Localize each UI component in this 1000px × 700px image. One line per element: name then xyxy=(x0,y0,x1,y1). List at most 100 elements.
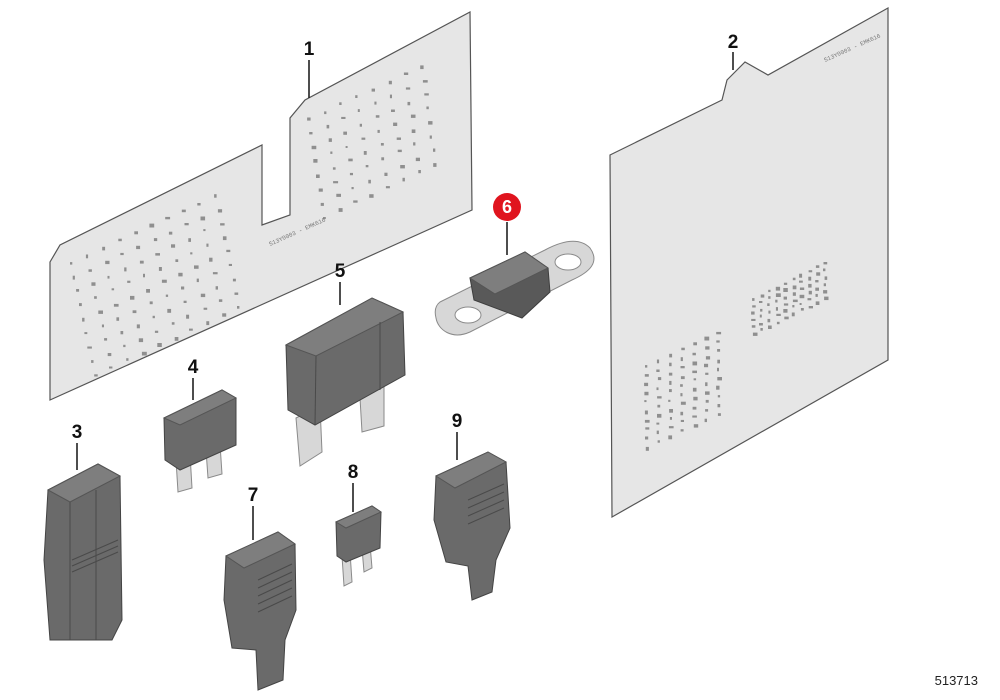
sheet-symbol xyxy=(776,313,781,316)
sheet-symbol xyxy=(644,400,647,403)
sheet-symbol xyxy=(693,396,698,401)
sheet-symbol xyxy=(403,72,409,75)
sheet-symbol xyxy=(799,294,805,299)
sheet-symbol xyxy=(353,200,358,203)
sheet-symbol xyxy=(161,279,167,283)
sheet-symbol xyxy=(206,321,210,326)
sheet-symbol xyxy=(418,170,421,174)
sheet-symbol xyxy=(704,418,707,423)
sheet-symbol xyxy=(113,303,119,307)
sheet-symbol xyxy=(644,419,650,423)
sheet-symbol xyxy=(328,138,332,142)
sheet-symbol xyxy=(656,369,660,372)
sheet-symbol xyxy=(368,179,371,184)
sheet-symbol xyxy=(680,384,683,387)
sheet-symbol xyxy=(371,88,375,92)
blade-fuse xyxy=(162,389,238,493)
sheet-symbol xyxy=(692,406,697,410)
sheet-symbol xyxy=(79,303,82,307)
sheet-symbol xyxy=(767,318,771,323)
sheet-symbol xyxy=(768,296,771,299)
sheet-symbol xyxy=(109,366,113,369)
sheet-symbol xyxy=(336,193,341,197)
sheet-symbol xyxy=(323,217,326,220)
sheet-symbol xyxy=(165,216,171,220)
sheet-symbol xyxy=(228,263,232,266)
sheet-symbol xyxy=(222,236,227,241)
sheet-symbol xyxy=(355,95,358,98)
sheet-symbol xyxy=(94,296,97,299)
sheet-symbol xyxy=(365,165,369,168)
sheet-symbol xyxy=(70,262,73,265)
sheet-symbol xyxy=(324,111,327,115)
sheet-symbol xyxy=(320,202,324,206)
fuse-instruction-sheet: 513Y0003 - EMK616 xyxy=(609,6,889,519)
sheet-symbol xyxy=(361,137,366,140)
sheet-symbol xyxy=(759,314,762,318)
sheet-symbol xyxy=(385,186,390,189)
sheet-symbol xyxy=(656,422,660,425)
sheet-symbol xyxy=(234,292,239,295)
sheet-symbol xyxy=(680,429,684,432)
sheet-symbol xyxy=(363,151,367,155)
sheet-symbol xyxy=(134,231,138,235)
sheet-symbol xyxy=(669,389,672,393)
sheet-symbol xyxy=(217,209,223,213)
sheet-symbol xyxy=(123,344,126,348)
sheet-symbol xyxy=(200,216,206,221)
sheet-symbol xyxy=(220,223,225,226)
sheet-symbol xyxy=(72,275,75,280)
sheet-symbol xyxy=(214,194,217,198)
sheet-symbol xyxy=(143,273,145,278)
sheet-symbol xyxy=(222,313,227,317)
sheet-symbol xyxy=(669,380,672,385)
sheet-symbol xyxy=(107,275,110,279)
sheet-symbol xyxy=(815,280,819,283)
sheet-symbol xyxy=(171,322,175,325)
sheet-symbol xyxy=(91,360,94,363)
sheet-symbol xyxy=(644,374,649,377)
sheet-symbol xyxy=(357,109,360,112)
sheet-symbol xyxy=(318,188,323,192)
sheet-symbol xyxy=(98,310,103,314)
sheet-symbol xyxy=(375,115,380,118)
sheet-symbol xyxy=(792,305,795,308)
sheet-symbol xyxy=(200,293,206,298)
sheet-symbol xyxy=(775,299,778,303)
sheet-symbol xyxy=(783,309,788,313)
sheet-symbol xyxy=(413,142,416,146)
sheet-symbol xyxy=(645,436,649,440)
sheet-symbol xyxy=(783,303,789,306)
sheet-symbol xyxy=(800,308,804,311)
sheet-symbol xyxy=(87,346,92,349)
sheet-symbol xyxy=(226,249,231,253)
sheet-symbol xyxy=(808,290,812,295)
sheet-symbol xyxy=(153,238,158,242)
sheet-symbol xyxy=(669,353,673,358)
sheet-symbol xyxy=(94,374,98,377)
callout-2: 2 xyxy=(728,32,739,53)
sheet-symbol xyxy=(102,246,106,251)
sheet-symbol xyxy=(656,359,660,364)
sheet-symbol xyxy=(824,296,829,301)
sheet-symbol xyxy=(808,276,812,281)
sheet-symbol xyxy=(751,318,756,321)
sheet-symbol xyxy=(397,149,402,153)
sheet-symbol xyxy=(704,336,710,341)
sheet-symbol xyxy=(705,391,710,395)
strip-fuse xyxy=(434,240,595,336)
sheet-symbol xyxy=(428,121,433,125)
sheet-symbol xyxy=(705,382,708,387)
sheet-symbol xyxy=(815,287,819,291)
sheet-symbol xyxy=(717,349,721,352)
sheet-symbol xyxy=(130,295,135,300)
sheet-symbol xyxy=(775,307,778,311)
sheet-symbol xyxy=(136,245,141,250)
sheet-symbol xyxy=(669,417,672,420)
sheet-symbol xyxy=(194,265,199,269)
sheet-symbol xyxy=(203,229,206,232)
sheet-symbol xyxy=(751,311,755,315)
sheet-symbol xyxy=(326,124,330,129)
sheet-symbol xyxy=(668,435,673,440)
